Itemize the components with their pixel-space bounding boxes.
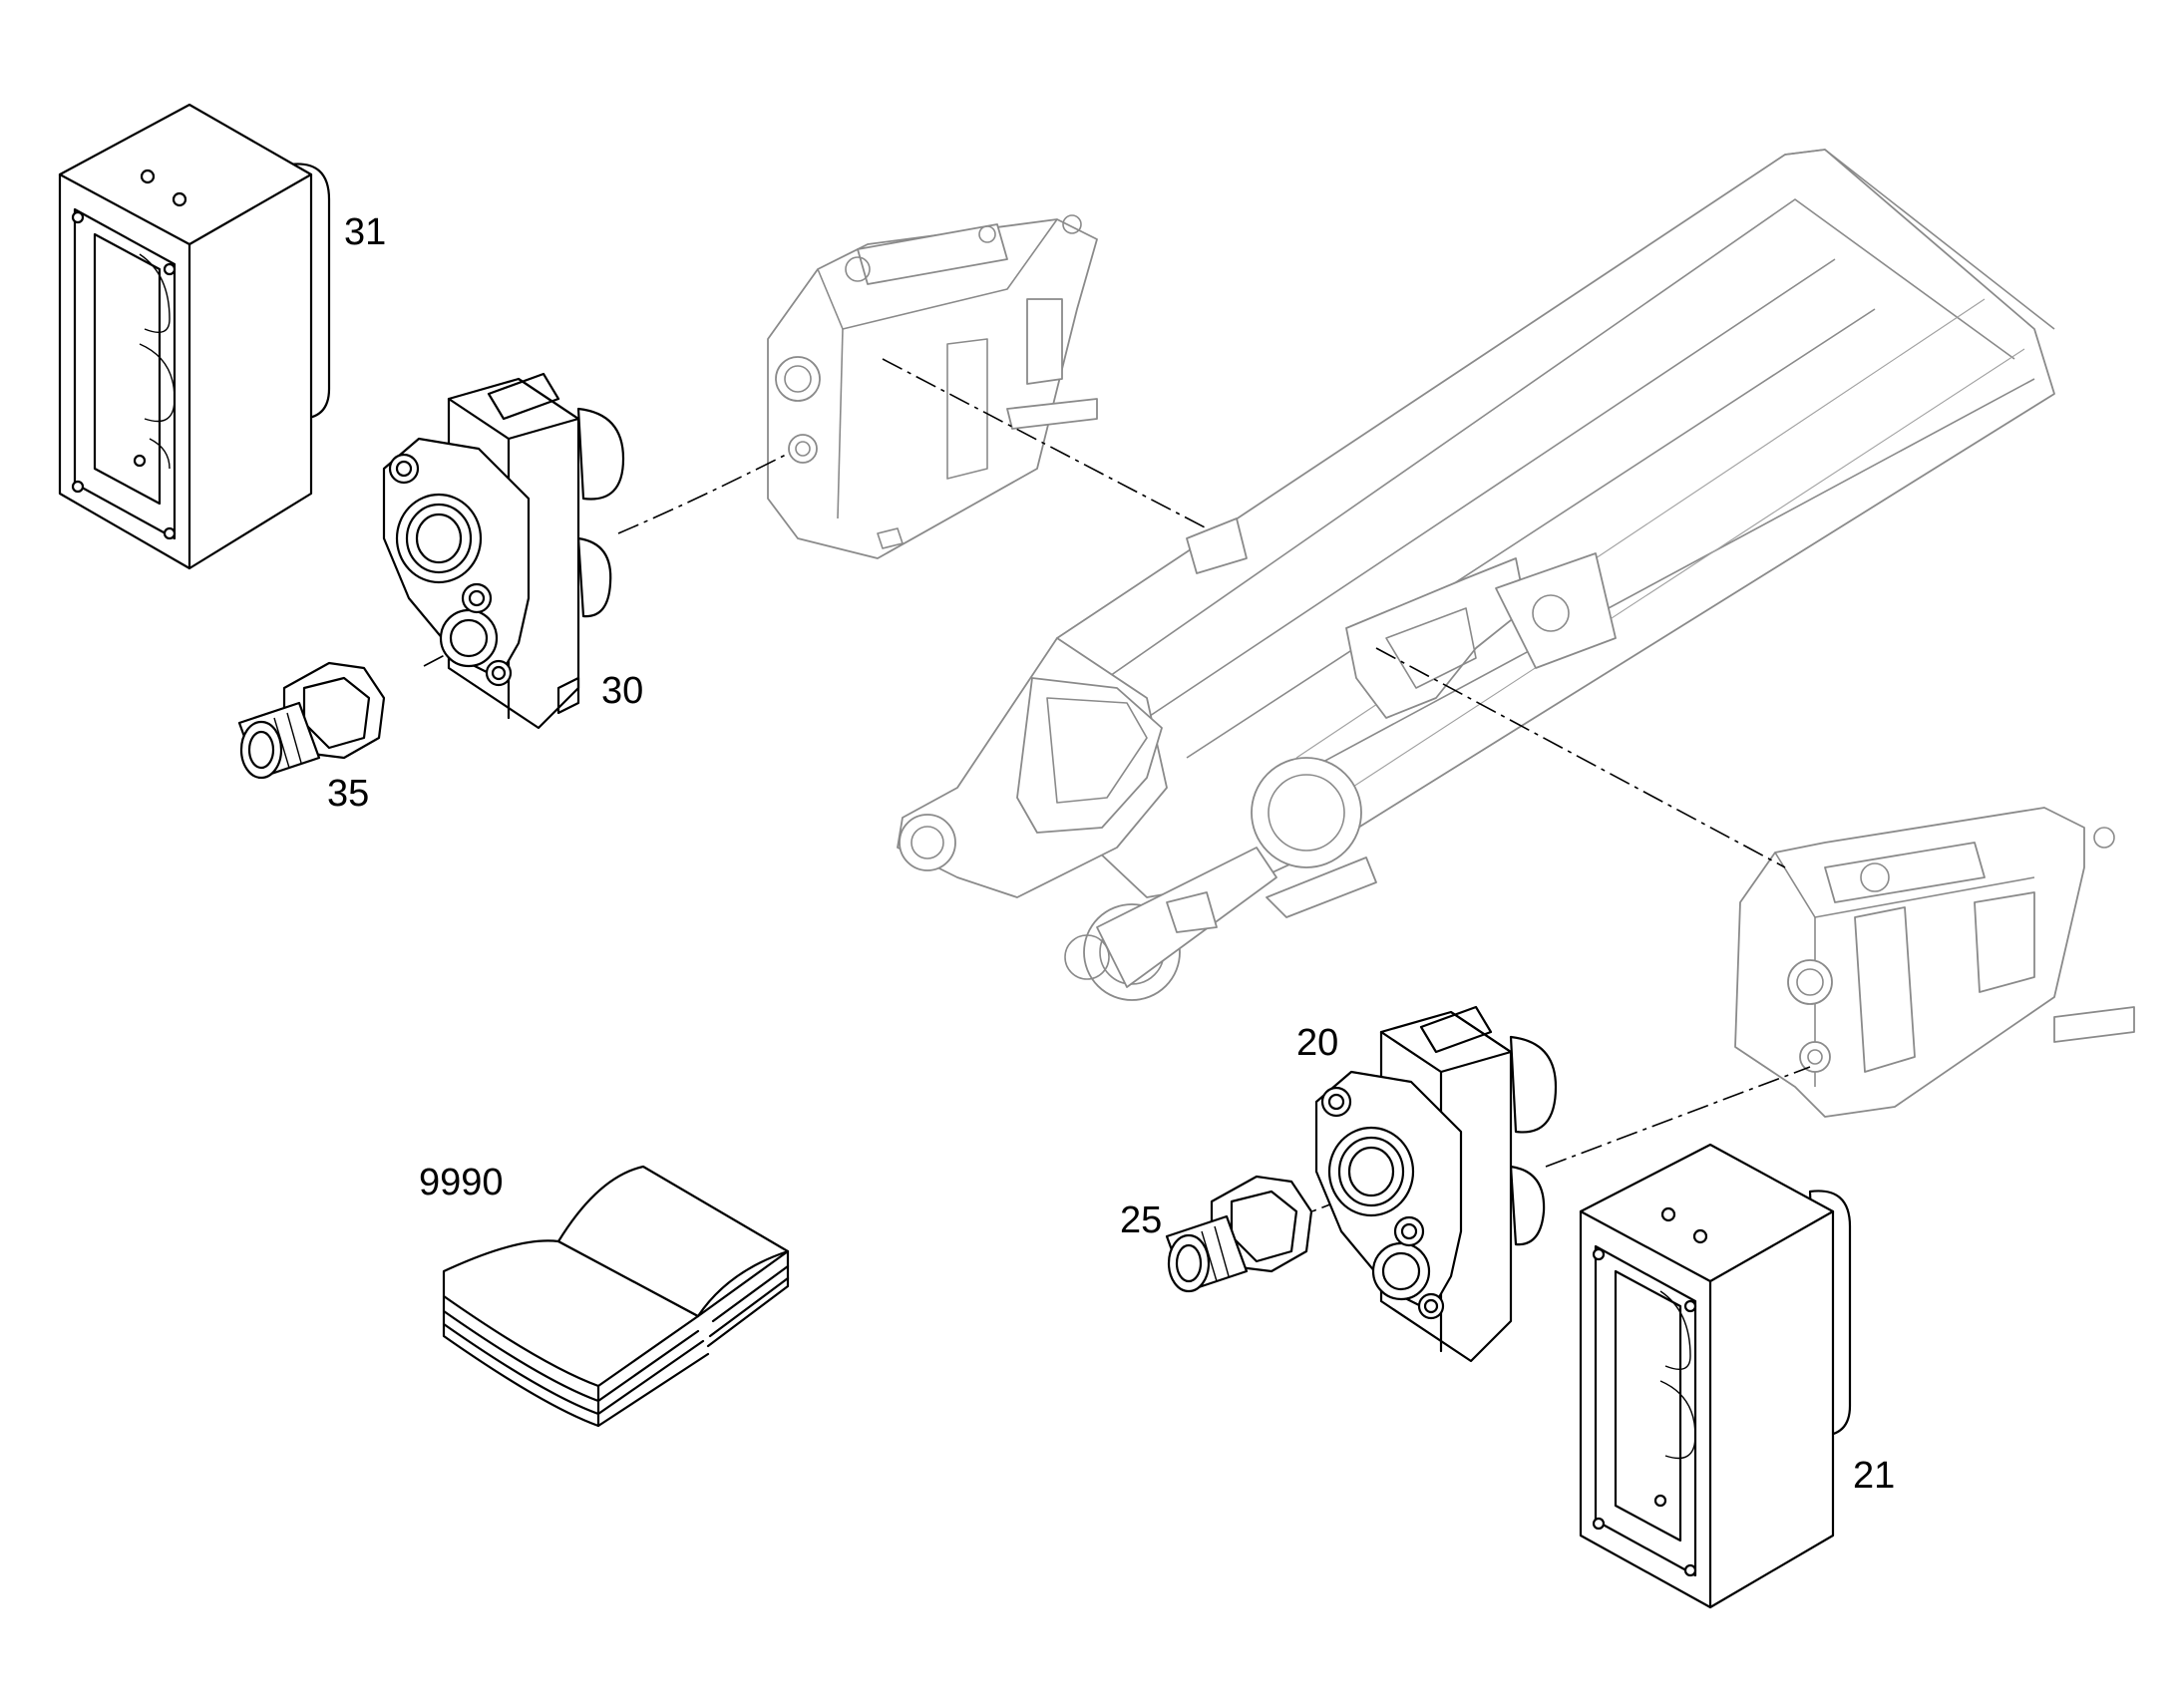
hex-fitting-35 — [237, 661, 386, 780]
callout-21: 21 — [1853, 1455, 1895, 1497]
callout-20: 20 — [1296, 1022, 1338, 1064]
callout-labels: 31 30 35 20 25 21 9990 — [327, 211, 1895, 1497]
hex-fitting-25 — [1165, 1175, 1313, 1293]
callout-35: 35 — [327, 773, 369, 815]
housing-box-31 — [58, 103, 331, 570]
lower-mount-bracket — [1734, 807, 2135, 1118]
upper-mount-bracket — [767, 214, 1098, 559]
callout-30: 30 — [601, 670, 643, 712]
callout-31: 31 — [344, 211, 386, 253]
callout-25: 25 — [1120, 1199, 1162, 1241]
valve-block-30 — [382, 372, 625, 730]
valve-block-20 — [1314, 1005, 1558, 1363]
housing-box-21 — [1579, 1143, 1852, 1609]
manual-booklet-9990 — [442, 1165, 790, 1428]
callout-9990: 9990 — [419, 1162, 504, 1203]
boom-arm-assembly — [897, 149, 2055, 1001]
